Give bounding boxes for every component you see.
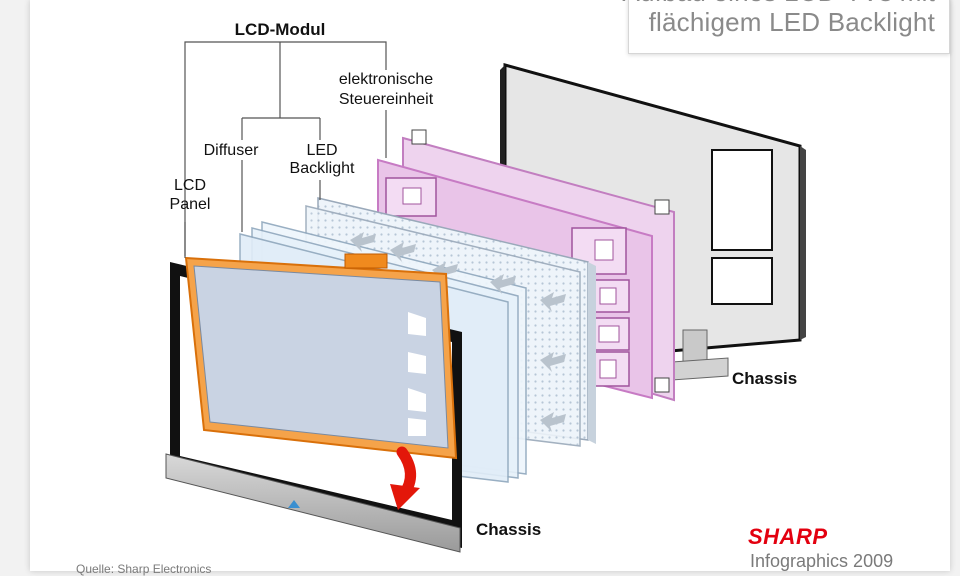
mount-hole [654, 199, 670, 215]
label-lcd-panel-line2: Panel [170, 196, 211, 213]
brand-subtitle: Infographics 2009 [750, 551, 894, 571]
chip [592, 351, 630, 387]
panel-connector [344, 253, 388, 269]
back-chassis-cutout-small [711, 257, 773, 305]
lcd-panel [184, 253, 458, 460]
label-led-line2: Backlight [290, 160, 355, 177]
label-chassis-front: Chassis [476, 520, 541, 539]
label-lcd-modul: LCD-Modul [235, 20, 326, 39]
brand-logo: SHARP [748, 524, 828, 549]
label-led-line1: LED [306, 142, 337, 159]
chip [592, 317, 630, 351]
back-chassis-cutout-large [711, 149, 773, 251]
source-credit: Quelle: Sharp Electronics [76, 562, 212, 576]
light-arrows [350, 232, 566, 432]
panel-edge-highlights [408, 312, 426, 436]
title-line-1: Aufbau eines LCD-TVs mit [622, 0, 935, 8]
label-lcd-panel-line1: LCD [174, 177, 206, 194]
label-diffuser: Diffuser [204, 142, 260, 159]
title-line-2: flächigem LED Backlight [648, 7, 935, 37]
chip [592, 279, 630, 313]
mount-hole [411, 129, 427, 145]
label-steuereinheit-line2: Steuereinheit [339, 91, 434, 108]
insert-arrow [390, 446, 420, 510]
title-box: Aufbau eines LCD-TVs mit flächigem LED B… [622, 0, 950, 54]
label-chassis-back: Chassis [732, 369, 797, 388]
label-steuereinheit-line1: elektronische [339, 71, 433, 88]
chip [385, 177, 437, 217]
power-led [288, 500, 300, 508]
leader-lines [184, 41, 387, 258]
mount-hole [654, 377, 670, 393]
